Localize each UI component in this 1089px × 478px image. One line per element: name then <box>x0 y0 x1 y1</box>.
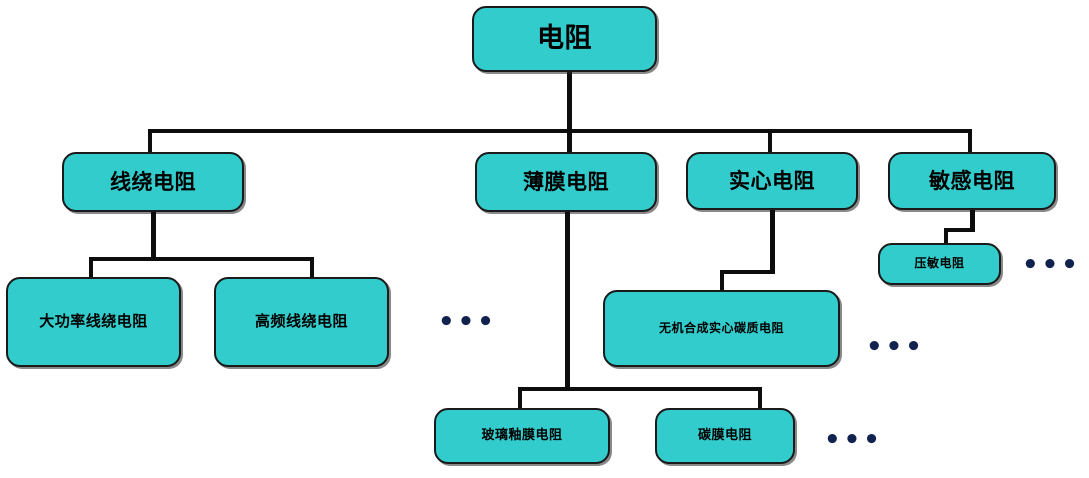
node-sensitive-resistor[interactable]: 敏感电阻 <box>888 152 1056 210</box>
connector-film-stem <box>565 212 570 390</box>
connector-drop-film <box>567 129 572 154</box>
connector-wirewound-stem <box>151 212 156 259</box>
node-high-frequency-wirewound[interactable]: 高频线绕电阻 <box>214 277 389 367</box>
node-label: 玻璃釉膜电阻 <box>481 427 563 443</box>
node-film-resistor[interactable]: 薄膜电阻 <box>475 152 657 212</box>
node-varistor[interactable]: 压敏电阻 <box>878 243 1001 285</box>
ellipsis-solid: ••• <box>866 332 925 362</box>
node-glass-glaze-film-resistor[interactable]: 玻璃釉膜电阻 <box>434 408 610 464</box>
connector-solid-elbow-drop <box>720 270 724 292</box>
connector-sensitive-elbow-horizontal <box>944 228 975 232</box>
connector-wirewound-drop-right <box>310 257 314 279</box>
node-label: 压敏电阻 <box>914 256 965 271</box>
connector-film-drop-left <box>518 387 522 409</box>
ellipsis-wirewound: ••• <box>438 307 497 337</box>
node-label: 高频线绕电阻 <box>254 312 348 331</box>
node-label: 电阻 <box>537 23 592 55</box>
ellipsis-film: ••• <box>824 425 883 455</box>
connector-sensitive-elbow-drop <box>944 228 948 245</box>
connector-root-stem <box>567 72 572 132</box>
connector-drop-sensitive <box>968 129 972 154</box>
node-high-power-wirewound[interactable]: 大功率线绕电阻 <box>6 277 181 367</box>
connector-solid-stem <box>770 210 775 274</box>
connector-solid-elbow-horizontal <box>720 270 775 274</box>
connector-wirewound-bus <box>89 257 314 261</box>
node-inorganic-solid-carbon-resistor[interactable]: 无机合成实心碳质电阻 <box>603 290 840 367</box>
connector-film-bus <box>518 387 762 391</box>
connector-sensitive-stem <box>970 210 975 232</box>
node-label: 薄膜电阻 <box>523 169 609 194</box>
node-solid-resistor[interactable]: 实心电阻 <box>686 152 858 210</box>
node-label: 大功率线绕电阻 <box>39 312 148 331</box>
node-wirewound-resistor[interactable]: 线绕电阻 <box>62 152 244 212</box>
node-label: 实心电阻 <box>729 168 815 193</box>
node-carbon-film-resistor[interactable]: 碳膜电阻 <box>655 408 795 464</box>
connector-drop-solid <box>768 129 772 154</box>
connector-drop-wirewound <box>148 129 152 154</box>
node-root-resistor[interactable]: 电阻 <box>472 6 657 72</box>
node-label: 线绕电阻 <box>110 169 196 194</box>
ellipsis-sensitive: ••• <box>1022 250 1081 280</box>
node-label: 无机合成实心碳质电阻 <box>658 320 784 335</box>
connector-film-drop-right <box>758 387 762 409</box>
node-label: 敏感电阻 <box>929 168 1015 193</box>
connector-wirewound-drop-left <box>89 257 93 279</box>
node-label: 碳膜电阻 <box>697 427 752 443</box>
connector-level2-bus <box>148 129 972 133</box>
